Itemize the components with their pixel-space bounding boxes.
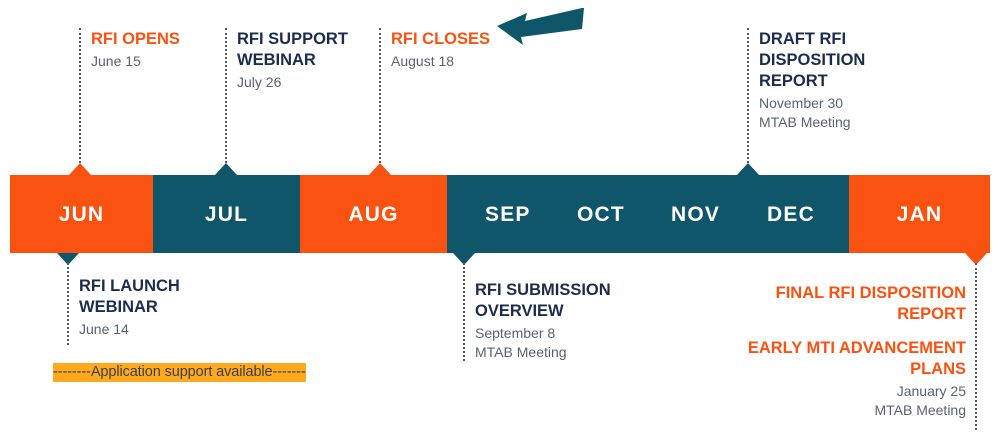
month-label: SEP — [485, 202, 531, 226]
application-support-label: --------Application support available---… — [53, 364, 306, 380]
connector-tick-rfi-launch-webinar — [67, 263, 69, 345]
event-title: RFI OPENS — [91, 30, 180, 48]
event-final-rfi-disposition-report: FINAL RFI DISPOSITION REPORT EARLY MTI A… — [656, 283, 966, 420]
month-label: DEC — [767, 202, 815, 226]
event-draft-rfi-disposition-report: DRAFT RFI DISPOSITION REPORT November 30… — [759, 29, 949, 132]
pointer-arrow-icon — [496, 4, 588, 51]
event-meta: January 25 MTAB Meeting — [874, 382, 966, 418]
event-meta: June 14 — [79, 320, 129, 337]
event-title: DRAFT RFI DISPOSITION REPORT — [759, 30, 866, 90]
marker-triangle-rfi-launch-webinar — [57, 253, 79, 265]
connector-tick-rfi-submission-overview — [463, 263, 465, 361]
connector-tick-rfi-support-webinar — [225, 28, 227, 167]
event-title: RFI SUBMISSION OVERVIEW — [475, 281, 611, 320]
month-label: AUG — [348, 202, 399, 226]
connector-tick-final-rfi-disposition-report — [975, 263, 977, 430]
event-title: RFI CLOSES — [391, 30, 491, 48]
month-bar: JUN JUL AUG SEP OCT NOV DEC JAN — [10, 175, 990, 253]
month-label: NOV — [671, 202, 721, 226]
month-segment-jan: JAN — [849, 175, 990, 253]
connector-tick-draft-rfi-disposition-report — [747, 28, 749, 167]
month-label: OCT — [577, 202, 625, 226]
marker-triangle-rfi-submission-overview — [453, 253, 475, 265]
connector-tick-rfi-opens — [79, 28, 81, 167]
event-meta: July 26 — [237, 73, 282, 90]
event-rfi-submission-overview: RFI SUBMISSION OVERVIEW September 8 MTAB… — [475, 280, 695, 362]
marker-triangle-final-rfi-disposition-report — [965, 253, 987, 265]
event-meta: August 18 — [391, 52, 455, 69]
month-segment-sep-dec: SEP OCT NOV DEC — [447, 175, 849, 253]
event-rfi-support-webinar: RFI SUPPORT WEBINAR July 26 — [237, 29, 387, 92]
month-label: JUN — [58, 202, 105, 226]
event-title: FINAL RFI DISPOSITION REPORT — [775, 284, 966, 323]
event-rfi-closes: RFI CLOSES August 18 — [391, 29, 541, 71]
connector-tick-rfi-closes — [379, 28, 381, 167]
marker-triangle-rfi-support-webinar — [215, 163, 237, 175]
month-segment-jun: JUN — [10, 175, 153, 253]
event-meta: September 8 MTAB Meeting — [475, 324, 567, 360]
marker-triangle-rfi-opens — [69, 163, 91, 175]
event-meta: November 30 MTAB Meeting — [759, 94, 851, 130]
month-label: JAN — [896, 202, 943, 226]
event-meta: June 15 — [91, 52, 141, 69]
event-title: RFI SUPPORT WEBINAR — [237, 30, 348, 69]
event-rfi-launch-webinar: RFI LAUNCH WEBINAR June 14 — [79, 276, 269, 339]
event-title-secondary: EARLY MTI ADVANCEMENT PLANS — [747, 338, 966, 378]
month-label: JUL — [204, 202, 249, 226]
month-segment-aug: AUG — [300, 175, 447, 253]
marker-triangle-draft-rfi-disposition-report — [737, 163, 759, 175]
event-title: RFI LAUNCH WEBINAR — [79, 277, 180, 316]
month-segment-jul: JUL — [153, 175, 300, 253]
marker-triangle-rfi-closes — [369, 163, 391, 175]
event-rfi-opens: RFI OPENS June 15 — [91, 29, 231, 71]
application-support-band: --------Application support available---… — [53, 363, 306, 382]
